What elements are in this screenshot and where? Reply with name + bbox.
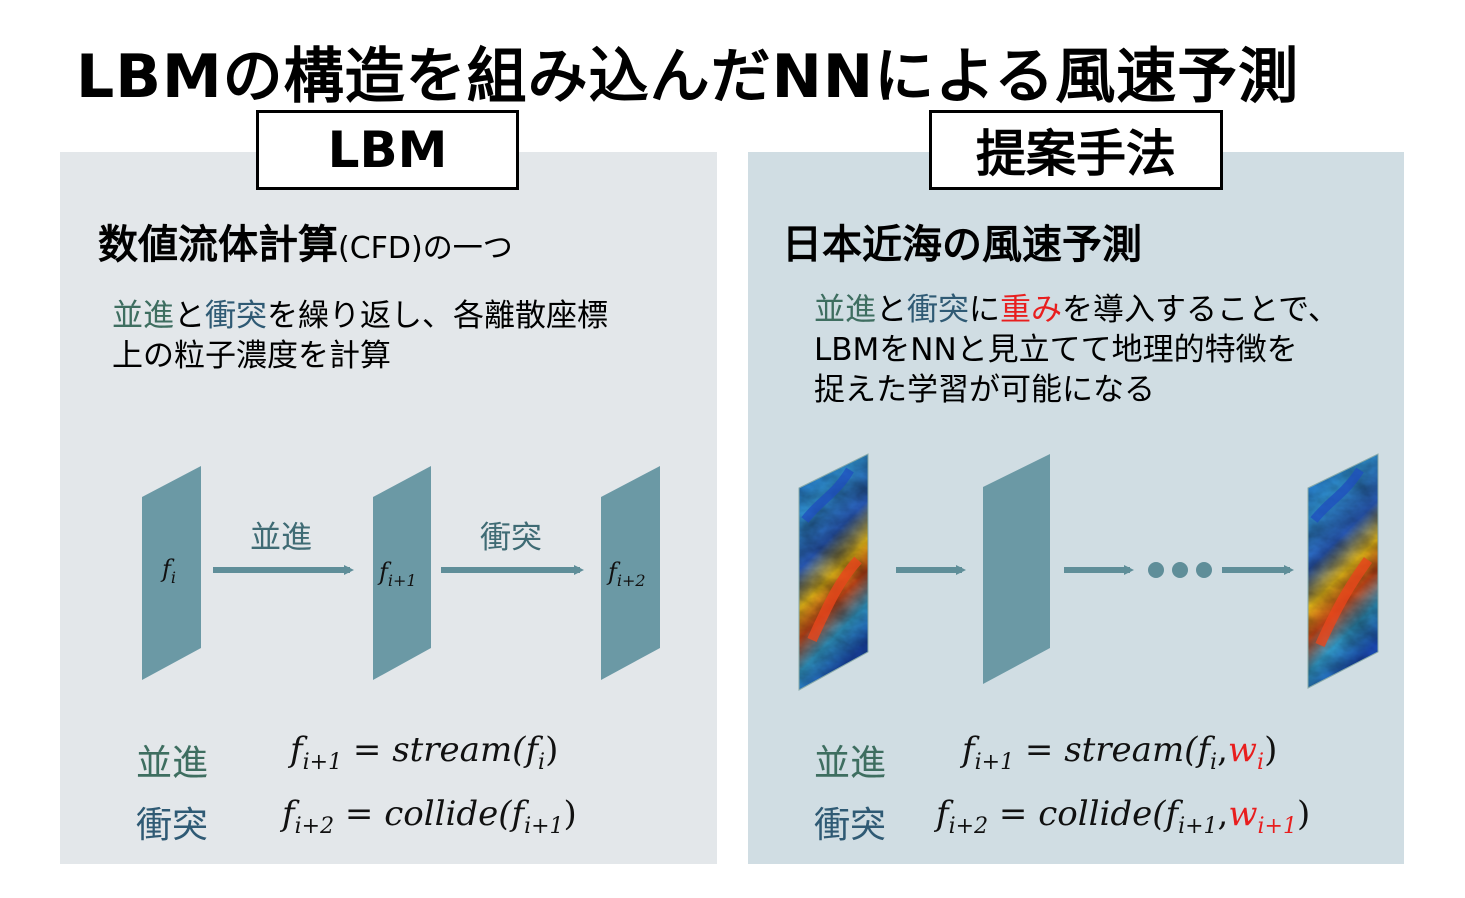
word-collision: 衝突: [907, 292, 969, 328]
proposed-subheading: 日本近海の風速予測: [782, 222, 1142, 268]
desc-rest: を繰り返し、各離散座標: [267, 298, 608, 334]
proposed-desc-line2: LBMをNNと見立てて地理的特徴を: [814, 332, 1298, 368]
eq-collide: fi+2 = collide(fi+1): [282, 794, 577, 839]
proposed-description: 並進と衝突に重みを導入することで、 LBMをNNと見立てて地理的特徴を 捉えた学…: [814, 290, 1339, 410]
subheading-main: 数値流体計算: [98, 222, 338, 268]
lbm-desc-line1: 並進と衝突を繰り返し、各離散座標: [112, 296, 608, 336]
subheading-tail: の一つ: [422, 231, 513, 266]
word-ni: に: [969, 292, 1000, 328]
wind-map-input: [799, 454, 868, 690]
word-collision: 衝突: [205, 298, 267, 334]
plane-fi-plus-1: [373, 466, 431, 680]
eq-collide-weighted: fi+2 = collide(fi+1,wi+1): [936, 794, 1311, 839]
proposed-desc-line1: 並進と衝突に重みを導入することで、: [814, 290, 1339, 330]
lbm-desc-line2: 上の粒子濃度を計算: [112, 338, 391, 374]
word-weight: 重み: [1000, 292, 1062, 328]
lbm-subheading: 数値流体計算(CFD)の一つ: [98, 212, 513, 270]
plane-fi-plus-2: [601, 466, 660, 680]
eq-name-translation-right: 並進: [814, 743, 887, 784]
word-translation: 並進: [112, 298, 174, 334]
eq-name-collision: 衝突: [136, 805, 209, 846]
word-to: と: [876, 292, 907, 328]
plane-hidden: [983, 454, 1050, 684]
proposed-desc-line3: 捉えた学習が可能になる: [814, 372, 1155, 408]
word-translation: 並進: [814, 292, 876, 328]
desc-rest: を導入することで、: [1062, 292, 1339, 328]
eq-stream-weighted: fi+1 = stream(fi,wi): [962, 730, 1278, 775]
eq-stream: fi+1 = stream(fi): [290, 730, 559, 775]
ellipsis-dots: [1148, 562, 1212, 578]
plane-fi: [142, 466, 201, 680]
eq-name-collision-right: 衝突: [814, 805, 887, 846]
arrow-label-translation: 並進: [250, 520, 312, 556]
lbm-description: 並進と衝突を繰り返し、各離散座標 上の粒子濃度を計算: [112, 296, 608, 376]
lbm-tag: LBM: [256, 110, 519, 190]
arrow-label-collision: 衝突: [480, 520, 542, 556]
word-to: と: [174, 298, 205, 334]
eq-name-translation: 並進: [136, 743, 209, 784]
page-title: LBMの構造を組み込んだNNによる風速予測: [76, 42, 1300, 112]
proposed-method-tag: 提案手法: [929, 110, 1223, 190]
subheading-cfd: (CFD): [338, 231, 423, 266]
wind-map-output: [1308, 454, 1378, 688]
